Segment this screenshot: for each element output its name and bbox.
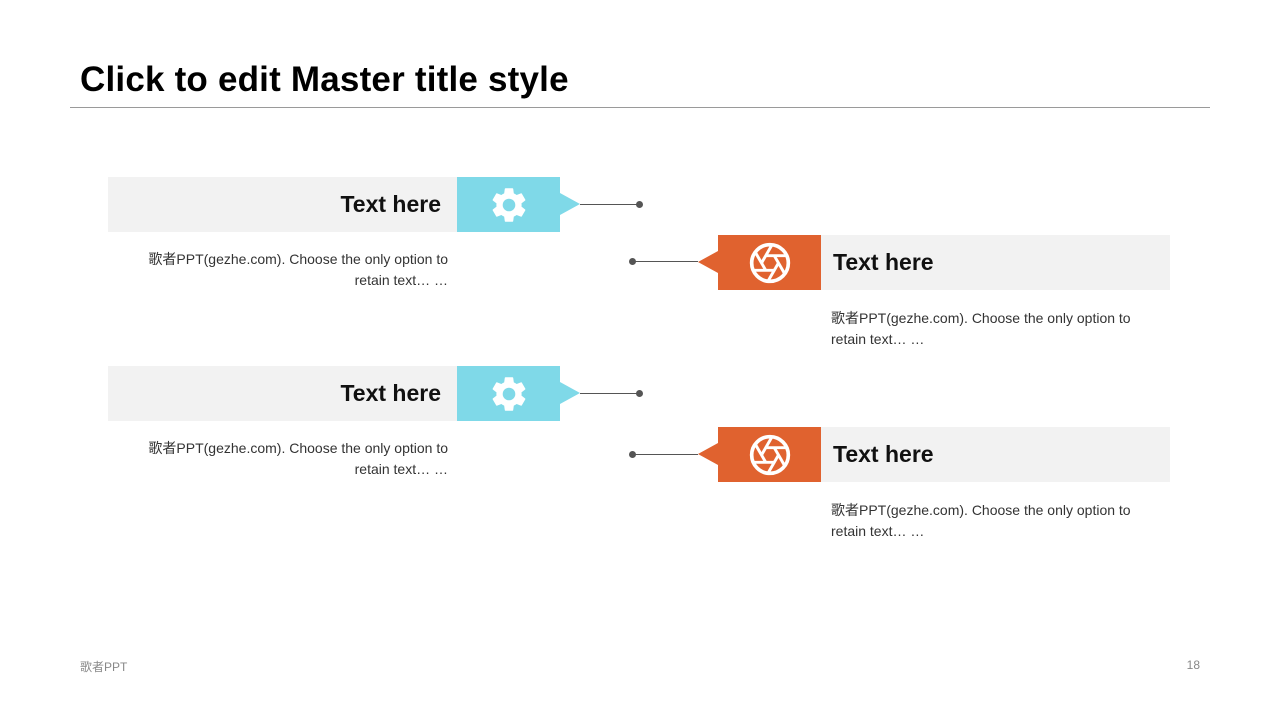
item-2-desc-line2: retain text… … xyxy=(831,331,925,347)
item-1-desc-line1: 歌者PPT(gezhe.com). Choose the only option… xyxy=(148,251,448,267)
item-4-connector xyxy=(634,454,698,455)
item-4-desc-line1: 歌者PPT(gezhe.com). Choose the only option… xyxy=(831,502,1131,518)
item-4-heading[interactable]: Text here xyxy=(833,441,934,467)
item-4-bar: Text here xyxy=(821,427,1170,482)
item-2-pointer xyxy=(698,251,718,273)
item-1-dot xyxy=(636,201,643,208)
item-3-icon-box xyxy=(457,366,560,421)
item-4-desc-line2: retain text… … xyxy=(831,523,925,539)
gear-icon xyxy=(492,187,525,222)
item-1-heading[interactable]: Text here xyxy=(340,191,441,217)
item-3-description[interactable]: 歌者PPT(gezhe.com). Choose the only option… xyxy=(108,438,448,480)
item-3-desc-line2: retain text… … xyxy=(354,461,448,477)
item-2-bar: Text here xyxy=(821,235,1170,290)
item-2-description[interactable]: 歌者PPT(gezhe.com). Choose the only option… xyxy=(831,308,1171,350)
item-3-heading[interactable]: Text here xyxy=(340,380,441,406)
footer-brand: 歌者PPT xyxy=(80,660,128,674)
item-4-pointer xyxy=(698,443,718,465)
item-4-dot xyxy=(629,451,636,458)
item-3-dot xyxy=(636,390,643,397)
item-3-bar: Text here xyxy=(108,366,457,421)
item-1-bar: Text here xyxy=(108,177,457,232)
slide-title[interactable]: Click to edit Master title style xyxy=(80,60,569,99)
item-3-connector xyxy=(580,393,638,394)
item-2-heading[interactable]: Text here xyxy=(833,249,934,275)
item-2-desc-line1: 歌者PPT(gezhe.com). Choose the only option… xyxy=(831,310,1131,326)
item-3-desc-line1: 歌者PPT(gezhe.com). Choose the only option… xyxy=(148,440,448,456)
item-4-description[interactable]: 歌者PPT(gezhe.com). Choose the only option… xyxy=(831,500,1171,542)
item-2-dot xyxy=(629,258,636,265)
item-3-pointer xyxy=(560,382,580,404)
aperture-icon xyxy=(749,434,790,475)
item-4-icon-box xyxy=(718,427,821,482)
item-1-desc-line2: retain text… … xyxy=(354,272,448,288)
item-1-icon-box xyxy=(457,177,560,232)
item-1-connector xyxy=(580,204,638,205)
item-1-description[interactable]: 歌者PPT(gezhe.com). Choose the only option… xyxy=(108,249,448,291)
page-number: 18 xyxy=(1186,658,1200,672)
item-2-connector xyxy=(634,261,698,262)
item-1-pointer xyxy=(560,193,580,215)
aperture-icon xyxy=(749,242,790,283)
gear-icon xyxy=(492,376,525,411)
item-2-icon-box xyxy=(718,235,821,290)
title-divider xyxy=(70,107,1210,108)
